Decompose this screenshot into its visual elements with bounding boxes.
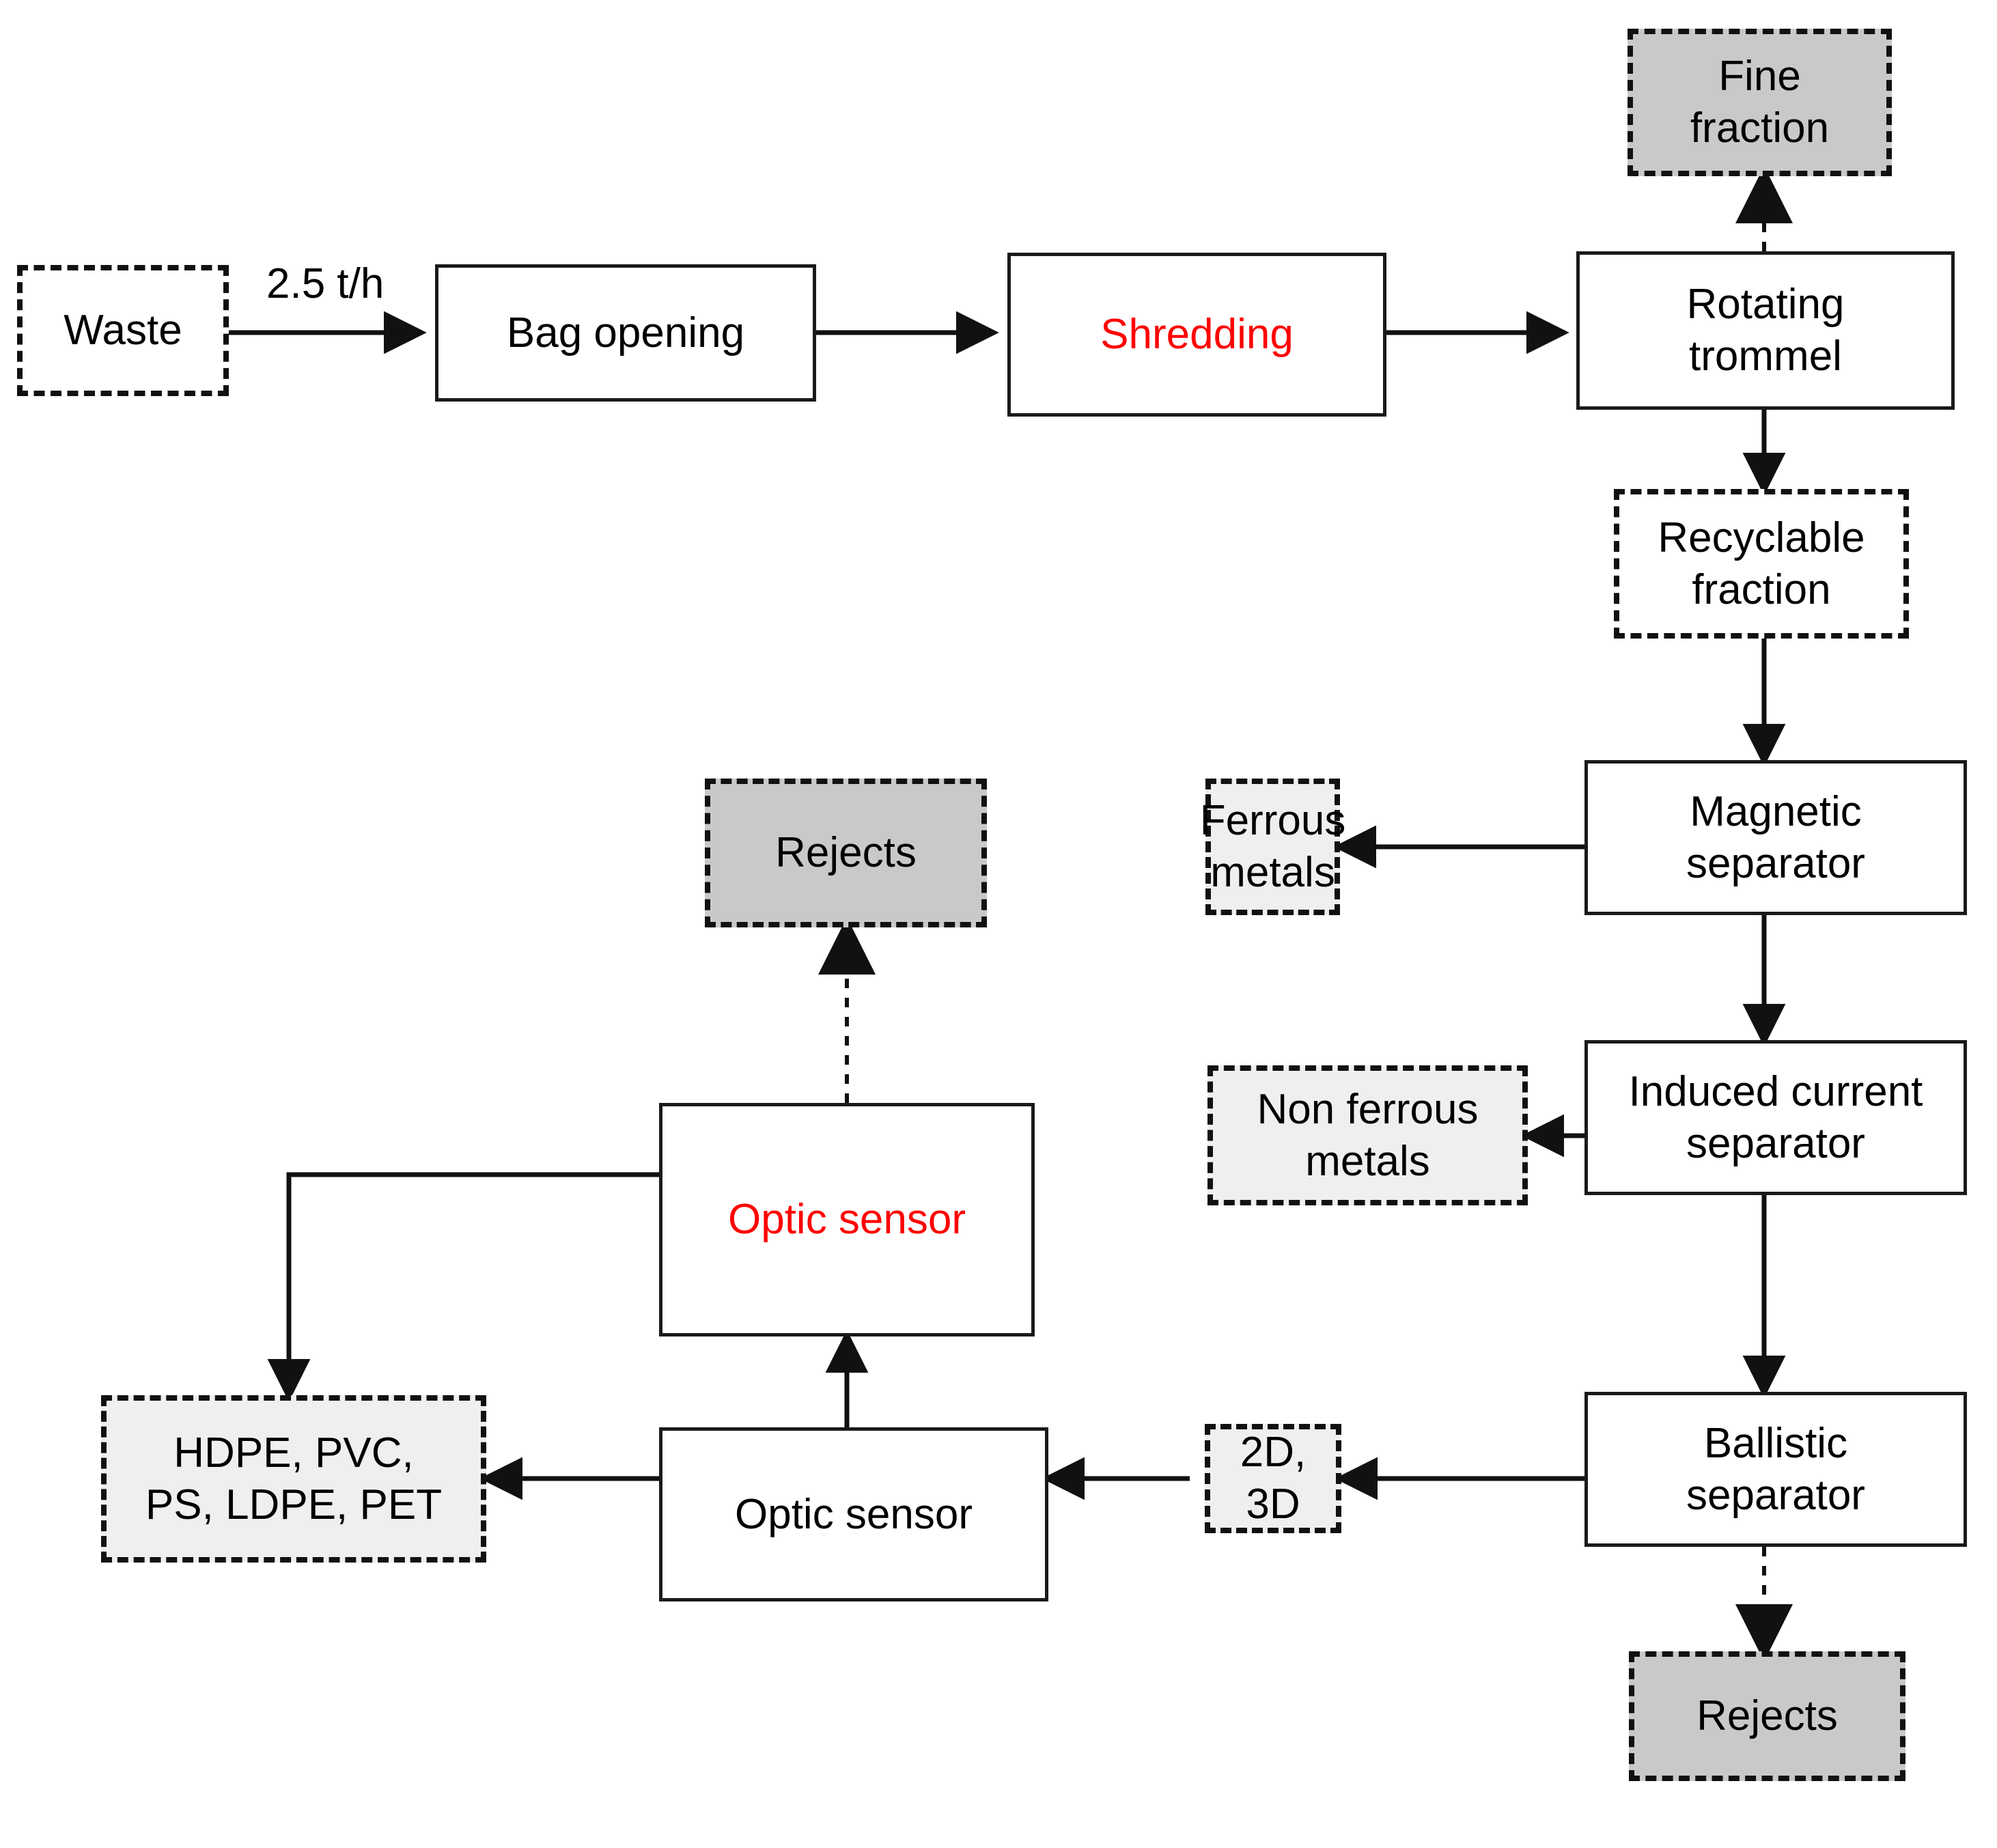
node-rejects-bottom[interactable]: Rejects (1629, 1651, 1905, 1781)
node-induced-current-separator-label: Induced current separator (1628, 1067, 1923, 1167)
node-two-d-three-d[interactable]: 2D, 3D (1205, 1424, 1341, 1533)
node-ferrous-metals[interactable]: Ferrous metals (1200, 779, 1345, 915)
node-shredding-label: Shredding (1100, 311, 1294, 359)
node-non-ferrous-metals[interactable]: Non ferrous metals (1207, 1065, 1528, 1205)
node-fine-fraction-label: Fine fraction (1690, 53, 1830, 152)
node-bag-opening-label: Bag opening (506, 309, 745, 356)
node-rejects-bottom-label: Rejects (1696, 1692, 1838, 1740)
node-optic-sensor-upper[interactable]: Optic sensor (659, 1103, 1035, 1336)
node-bag-opening[interactable]: Bag opening (435, 264, 816, 402)
node-rotating-trommel[interactable]: Rotating trommel (1576, 251, 1955, 410)
node-induced-current-separator[interactable]: Induced current separator (1584, 1040, 1967, 1195)
node-fine-fraction[interactable]: Fine fraction (1628, 29, 1892, 176)
node-rejects-middle[interactable]: Rejects (705, 779, 987, 927)
node-recyclable-fraction-label: Recyclable fraction (1658, 514, 1865, 613)
node-optic-sensor-lower-label: Optic sensor (734, 1490, 973, 1538)
node-polymers[interactable]: HDPE, PVC, PS, LDPE, PET (101, 1395, 486, 1563)
node-shredding[interactable]: Shredding (1007, 253, 1386, 417)
node-ballistic-separator-label: Ballistic separator (1686, 1419, 1865, 1519)
node-magnetic-separator[interactable]: Magnetic separator (1584, 760, 1967, 915)
node-recyclable-fraction[interactable]: Recyclable fraction (1614, 489, 1909, 639)
node-ballistic-separator[interactable]: Ballistic separator (1584, 1392, 1967, 1547)
node-waste-label: Waste (64, 307, 182, 354)
node-ferrous-metals-label: Ferrous metals (1199, 797, 1346, 896)
node-rejects-middle-label: Rejects (775, 829, 917, 877)
node-non-ferrous-metals-label: Non ferrous metals (1257, 1085, 1479, 1185)
node-two-d-three-d-label: 2D, 3D (1240, 1429, 1307, 1528)
node-optic-sensor-lower[interactable]: Optic sensor (659, 1427, 1048, 1601)
node-waste[interactable]: Waste (17, 265, 229, 396)
node-polymers-label: HDPE, PVC, PS, LDPE, PET (145, 1429, 443, 1528)
edge-optic-sensor-upper-to-polymers (267, 1172, 659, 1402)
node-rotating-trommel-label: Rotating trommel (1686, 281, 1845, 380)
edge-label-throughput: 2.5 t/h (266, 260, 385, 307)
node-optic-sensor-upper-label: Optic sensor (727, 1196, 966, 1244)
node-magnetic-separator-label: Magnetic separator (1686, 787, 1865, 887)
